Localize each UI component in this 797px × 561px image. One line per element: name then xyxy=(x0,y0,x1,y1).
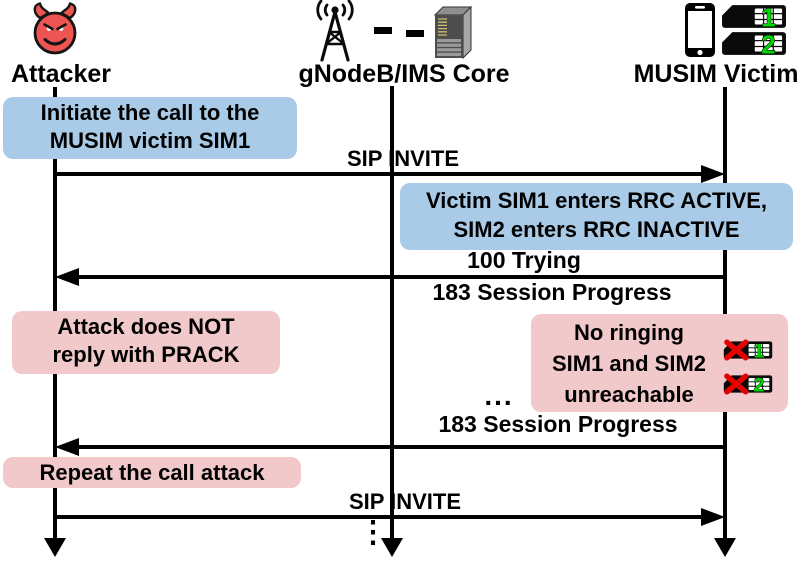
dashed-link-segment xyxy=(406,30,424,37)
cell-tower-icon xyxy=(300,0,370,64)
note-line: Attack does NOT xyxy=(57,314,235,339)
sim2-icon-svg: 2 xyxy=(722,31,786,60)
arrowhead-100-trying xyxy=(55,268,79,286)
sim1-icon: 1 xyxy=(721,4,787,33)
sim1-icon-svg: 1 xyxy=(722,4,786,33)
arrow-100-trying xyxy=(77,275,725,279)
note-line: SIM1 and SIM2 xyxy=(551,351,707,376)
arrowhead-sip-invite-2 xyxy=(701,508,725,526)
note-line: reply with PRACK xyxy=(52,342,240,367)
devil-icon-svg xyxy=(33,2,77,55)
lifeline-gnodeb-arrowhead xyxy=(381,538,403,557)
dashed-link-segment xyxy=(374,27,392,34)
sim2-crossed-number: 2 xyxy=(754,374,765,396)
message-label-sip-invite-2: SIP INVITE xyxy=(348,489,462,514)
vertical-ellipsis: ⋮ xyxy=(358,516,388,549)
note-repeat-attack: Repeat the call attack xyxy=(3,457,301,488)
cell-tower-icon-svg xyxy=(316,0,354,62)
sim2-crossed-icon-svg: 2 xyxy=(723,373,773,397)
message-label-sip-invite-1: SIP INVITE xyxy=(346,146,460,171)
note-no-ringing-text: No ringing SIM1 and SIM2 unreachable xyxy=(533,317,725,410)
note-line: No ringing xyxy=(574,320,684,345)
actor-label-gnodeb: gNodeB/IMS Core xyxy=(298,60,510,88)
sim1-crossed-icon: 1 xyxy=(723,337,773,363)
red-x-mark xyxy=(724,339,749,361)
sim1-number: 1 xyxy=(761,4,775,29)
message-label-183-progress-1: 183 Session Progress xyxy=(432,279,672,305)
lifeline-attacker-arrowhead xyxy=(44,538,66,557)
sim2-crossed-icon: 2 xyxy=(723,371,773,397)
lifeline-victim-arrowhead xyxy=(714,538,736,557)
note-rrc-state: Victim SIM1 enters RRC ACTIVE, SIM2 ente… xyxy=(400,183,793,250)
note-line: SIM2 enters RRC INACTIVE xyxy=(453,217,740,242)
note-line: Repeat the call attack xyxy=(39,460,265,485)
note-initiate-call: Initiate the call to the MUSIM victim SI… xyxy=(3,97,297,159)
server-icon-svg xyxy=(433,5,473,60)
red-x-mark xyxy=(724,373,749,395)
arrow-183-progress-2 xyxy=(77,445,725,449)
arrowhead-183-progress-2 xyxy=(55,438,79,456)
actor-label-attacker: Attacker xyxy=(10,60,112,88)
note-line: MUSIM victim SIM1 xyxy=(49,128,251,153)
sim1-crossed-number: 1 xyxy=(754,340,765,362)
arrow-sip-invite-2 xyxy=(55,515,705,519)
lifeline-gnodeb xyxy=(390,86,394,539)
note-line: Initiate the call to the xyxy=(40,100,260,125)
arrowhead-sip-invite-1 xyxy=(701,165,725,183)
devil-icon xyxy=(31,2,79,56)
actor-label-victim: MUSIM Victim xyxy=(633,60,797,88)
note-no-prack: Attack does NOT reply with PRACK xyxy=(12,311,280,374)
smartphone-icon xyxy=(684,2,716,58)
note-line: Victim SIM1 enters RRC ACTIVE, xyxy=(425,188,768,213)
sim2-icon: 2 xyxy=(721,31,787,60)
arrow-sip-invite-1 xyxy=(55,172,705,176)
horizontal-ellipsis: ... xyxy=(484,380,514,411)
sim2-number: 2 xyxy=(761,31,775,56)
server-icon xyxy=(431,5,475,60)
lifeline-victim xyxy=(723,87,727,539)
sim1-crossed-icon-svg: 1 xyxy=(723,339,773,363)
note-no-ringing: No ringing SIM1 and SIM2 unreachable xyxy=(531,314,788,412)
message-label-183-progress-2: 183 Session Progress xyxy=(438,411,678,437)
smartphone-icon-svg xyxy=(685,3,715,57)
message-label-100-trying: 100 Trying xyxy=(467,247,581,273)
note-line: unreachable xyxy=(564,382,694,407)
